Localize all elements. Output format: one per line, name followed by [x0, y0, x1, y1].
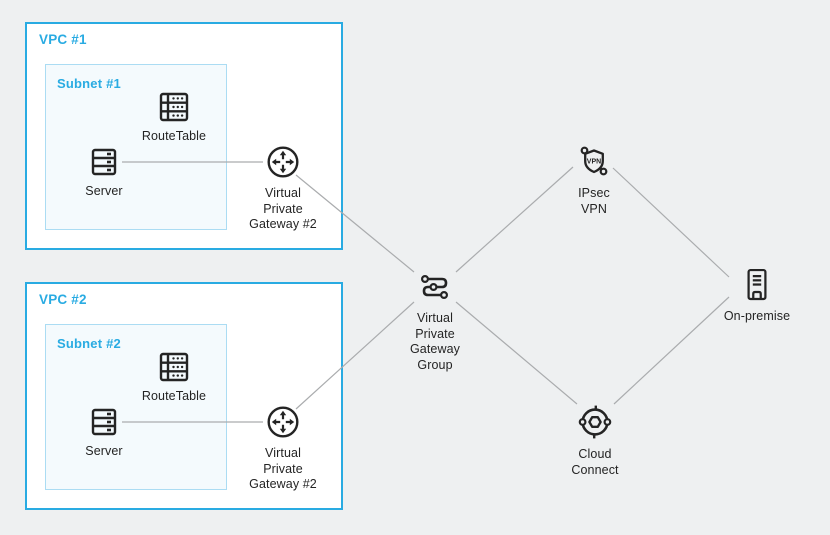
virtual-private-gateway-2-label: Virtual Private Gateway #2 [249, 446, 317, 491]
node-route-table-2: RouteTable [124, 351, 224, 405]
virtual-private-gateway-icon [267, 406, 299, 438]
node-virtual-private-gateway-1: Virtual Private Gateway #2 [233, 144, 333, 233]
vpc-1-label: VPC #1 [39, 32, 87, 47]
server-icon [91, 148, 117, 176]
node-server-2: Server [54, 406, 154, 460]
ipsec-vpn-label: IPsec VPN [578, 186, 610, 216]
gateway-group-icon [420, 274, 449, 300]
connector-gateway2-hub [295, 301, 415, 410]
route-table-1-label: RouteTable [141, 129, 207, 143]
node-virtual-private-gateway-group: Virtual Private Gateway Group [385, 271, 485, 373]
subnet-1-container: Subnet #1 [45, 64, 227, 230]
vpc-2-label: VPC #2 [39, 292, 87, 307]
node-ipsec-vpn: VPN IPsec VPN [544, 142, 644, 217]
virtual-private-gateway-icon [267, 146, 299, 178]
server-2-label: Server [85, 444, 123, 458]
connector-gateway1-hub [295, 174, 415, 273]
server-1-label: Server [85, 184, 123, 198]
ipsec-vpn-shield-icon: VPN [580, 146, 608, 176]
virtual-private-gateway-group-label: Virtual Private Gateway Group [409, 311, 461, 372]
on-premise-building-icon [747, 268, 767, 301]
node-server-1: Server [54, 146, 154, 200]
on-premise-label: On-premise [723, 309, 791, 323]
virtual-private-gateway-1-label: Virtual Private Gateway #2 [249, 186, 317, 231]
connector-cloudconnect-onpremise [613, 296, 730, 405]
subnet-2-label: Subnet #2 [57, 336, 121, 351]
route-table-icon [159, 92, 189, 122]
vpc-2-container: VPC #2 Subnet #2 [25, 282, 343, 510]
vpc-1-container: VPC #1 Subnet #1 [25, 22, 343, 250]
cloud-connect-label: Cloud Connect [571, 447, 619, 477]
node-virtual-private-gateway-2: Virtual Private Gateway #2 [233, 404, 333, 493]
server-icon [91, 408, 117, 436]
vpn-badge-text: VPN [587, 159, 601, 166]
connector-ipsec-onpremise [612, 167, 730, 278]
node-on-premise: On-premise [707, 267, 807, 325]
route-table-icon [159, 352, 189, 382]
cloud-connect-icon [578, 405, 612, 439]
node-route-table-1: RouteTable [124, 91, 224, 145]
connector-hub-cloudconnect [455, 301, 578, 405]
connector-hub-ipsec [455, 166, 574, 273]
subnet-2-container: Subnet #2 [45, 324, 227, 490]
subnet-1-label: Subnet #1 [57, 76, 121, 91]
node-cloud-connect: Cloud Connect [545, 403, 645, 478]
route-table-2-label: RouteTable [141, 389, 207, 403]
